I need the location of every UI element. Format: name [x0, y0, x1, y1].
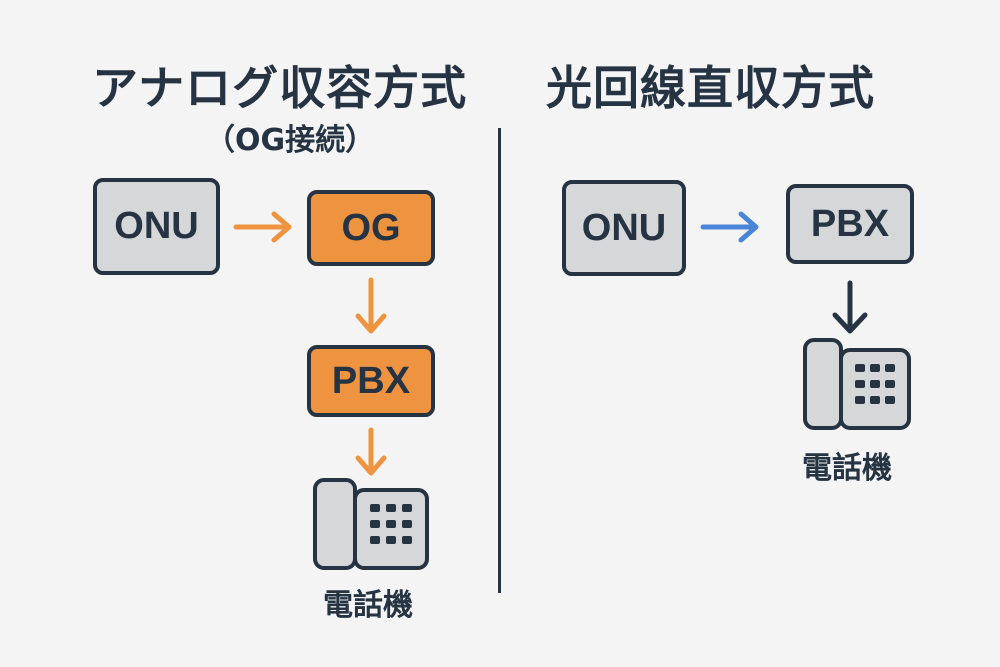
fiber-direct-method-title: 光回線直収方式	[546, 61, 875, 115]
right-phone-label: 電話機	[802, 451, 892, 486]
arrow-right-icon	[700, 211, 759, 243]
left-og-box: OG	[307, 190, 435, 266]
right-pbx-box: PBX	[786, 184, 914, 264]
left-phone-label: 電話機	[323, 588, 413, 623]
right-onu-box: ONU	[562, 180, 686, 276]
analog-method-title: アナログ収容方式	[92, 61, 468, 115]
left-onu-box: ONU	[93, 178, 220, 275]
arrow-down-icon	[832, 280, 868, 334]
telephone-icon	[803, 338, 911, 430]
left-pbx-box: PBX	[307, 345, 435, 417]
arrow-down-icon	[355, 277, 387, 334]
telephone-icon	[313, 478, 429, 570]
arrow-right-icon	[233, 211, 292, 243]
section-divider	[498, 128, 501, 593]
og-connection-subtitle: （OG接続）	[205, 123, 376, 158]
arrow-down-icon	[355, 427, 387, 476]
